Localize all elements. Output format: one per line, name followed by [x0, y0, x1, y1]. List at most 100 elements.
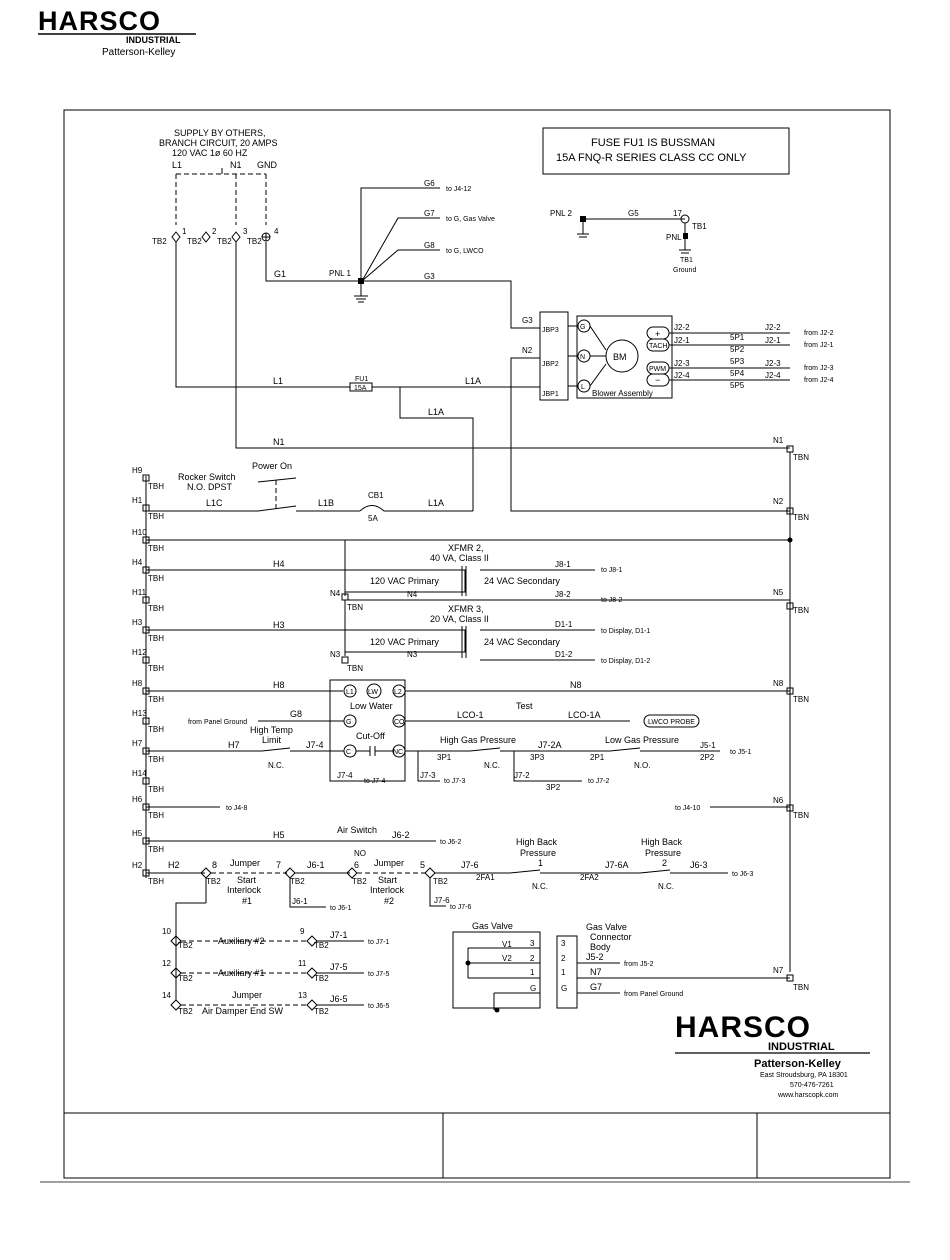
svg-text:J2-1: J2-1 — [765, 336, 781, 345]
svg-text:Pressure: Pressure — [645, 848, 681, 858]
svg-text:PNL 2: PNL 2 — [550, 209, 572, 218]
svg-text:11: 11 — [298, 959, 307, 968]
svg-text:G8: G8 — [424, 241, 435, 250]
svg-text:Auxiliary #1: Auxiliary #1 — [218, 968, 265, 978]
gas-valve: Gas Valve V1 V2 3 2 1 G Gas Valve Connec… — [452, 921, 809, 1013]
svg-text:1: 1 — [561, 968, 566, 977]
svg-text:G3: G3 — [424, 272, 435, 281]
header-division: INDUSTRIAL — [126, 35, 181, 45]
svg-text:7: 7 — [276, 860, 281, 870]
tbh-block-label: TBH — [148, 725, 164, 734]
svg-text:24 VAC Secondary: 24 VAC Secondary — [484, 637, 560, 647]
svg-text:5P3: 5P3 — [730, 357, 745, 366]
svg-text:to J4-8: to J4-8 — [226, 805, 248, 812]
svg-text:INDUSTRIAL: INDUSTRIAL — [768, 1041, 835, 1053]
svg-text:JBP3: JBP3 — [542, 327, 559, 334]
svg-text:Start: Start — [378, 875, 398, 885]
svg-text:N1: N1 — [230, 160, 242, 170]
tbh-terminal-label: H4 — [132, 558, 143, 567]
svg-text:9: 9 — [300, 927, 305, 936]
svg-text:from Panel Ground: from Panel Ground — [188, 719, 247, 726]
svg-text:N2: N2 — [773, 497, 784, 506]
svg-text:N1: N1 — [773, 436, 784, 445]
header-brand: HARSCO — [38, 6, 161, 36]
tbh-block-label: TBH — [148, 845, 164, 854]
svg-text:to G, Gas Valve: to G, Gas Valve — [446, 216, 495, 223]
svg-text:LCO-1: LCO-1 — [457, 710, 484, 720]
svg-text:3P3: 3P3 — [530, 753, 545, 762]
svg-text:N8: N8 — [570, 680, 582, 690]
svg-text:5P5: 5P5 — [730, 381, 745, 390]
svg-text:Start: Start — [237, 875, 257, 885]
svg-text:N.O.: N.O. — [634, 761, 650, 770]
svg-text:J5-1: J5-1 — [700, 741, 716, 750]
svg-text:J7-2A: J7-2A — [538, 740, 562, 750]
svg-text:J2-1: J2-1 — [674, 336, 690, 345]
svg-text:from Panel Ground: from Panel Ground — [624, 991, 683, 998]
svg-text:TBN: TBN — [793, 513, 809, 522]
tbh-terminal-label: H7 — [132, 739, 143, 748]
svg-text:TB2: TB2 — [290, 877, 305, 886]
svg-text:N.C.: N.C. — [532, 882, 548, 891]
tbh-terminal-label: H6 — [132, 795, 143, 804]
svg-text:J2-4: J2-4 — [765, 371, 781, 380]
svg-text:H3: H3 — [273, 620, 285, 630]
svg-text:to J7-4: to J7-4 — [364, 778, 386, 785]
svg-text:2P1: 2P1 — [590, 753, 605, 762]
svg-text:J7-3: J7-3 — [420, 771, 436, 780]
svg-text:J6-1: J6-1 — [307, 860, 325, 870]
svg-text:Rocker Switch: Rocker Switch — [178, 472, 236, 482]
rocker-switch: Rocker Switch N.O. DPST Power On L1C L1B… — [146, 461, 473, 523]
svg-text:TB2: TB2 — [433, 877, 448, 886]
svg-text:Limit: Limit — [262, 735, 282, 745]
svg-text:L: L — [581, 384, 585, 391]
svg-text:Interlock: Interlock — [370, 885, 405, 895]
svg-text:5P2: 5P2 — [730, 345, 745, 354]
svg-text:Ground: Ground — [673, 267, 696, 274]
svg-text:120 VAC Primary: 120 VAC Primary — [370, 576, 439, 586]
svg-text:40 VA, Class II: 40 VA, Class II — [430, 553, 489, 563]
h6-row: to J4-8 to J4-10 N6 TBN — [146, 796, 809, 820]
svg-text:to J6-5: to J6-5 — [368, 1003, 390, 1010]
tbh-terminal-label: H3 — [132, 618, 143, 627]
svg-text:GND: GND — [257, 160, 278, 170]
svg-text:to Display, D1-1: to Display, D1-1 — [601, 628, 650, 635]
svg-text:NO: NO — [354, 849, 366, 858]
svg-text:5P4: 5P4 — [730, 369, 745, 378]
svg-text:V2: V2 — [502, 954, 512, 963]
svg-text:L1A: L1A — [428, 498, 444, 508]
svg-text:2: 2 — [530, 954, 535, 963]
blower-pins: J2-2 5P1 J2-2 from J2-2 J2-1 5P2 J2-1 fr… — [669, 323, 834, 390]
svg-text:J2-2: J2-2 — [674, 323, 690, 332]
svg-text:High Back: High Back — [641, 837, 683, 847]
svg-text:G: G — [580, 324, 585, 331]
svg-text:5A: 5A — [368, 514, 378, 523]
svg-text:TB2: TB2 — [178, 1007, 193, 1016]
svg-text:120 VAC Primary: 120 VAC Primary — [370, 637, 439, 647]
svg-text:N1: N1 — [273, 437, 285, 447]
header-company: Patterson-Kelley — [102, 47, 175, 58]
svg-text:N7: N7 — [773, 966, 784, 975]
tbh-block-label: TBH — [148, 574, 164, 583]
svg-text:TB2: TB2 — [314, 1007, 329, 1016]
blower-assembly: G3 N2 JBP3 JBP2 JBP1 G N L BM + TACH PWM… — [511, 311, 673, 401]
svg-text:N2: N2 — [522, 346, 533, 355]
h5-air-switch: H5 Air Switch NO J6-2 to J6-2 — [146, 825, 462, 858]
svg-text:NC: NC — [393, 749, 403, 756]
svg-text:N3: N3 — [407, 650, 418, 659]
svg-text:to J7-1: to J7-1 — [368, 939, 390, 946]
svg-text:G7: G7 — [590, 982, 602, 992]
svg-text:Gas Valve: Gas Valve — [472, 921, 513, 931]
svg-text:12: 12 — [162, 959, 171, 968]
svg-text:3: 3 — [243, 227, 248, 236]
svg-text:8: 8 — [212, 860, 217, 870]
svg-text:10: 10 — [162, 927, 171, 936]
svg-text:H2: H2 — [168, 860, 180, 870]
svg-text:Interlock: Interlock — [227, 885, 262, 895]
aux-row-3: 14 TB2 Jumper Air Damper End SW 13 TB2 J… — [162, 990, 390, 1016]
svg-text:L1C: L1C — [206, 498, 223, 508]
h2-interlock-row: H2 8 Jumper 7 J6-1 6 Jumper 5 J7-6 TB2 T… — [146, 837, 754, 912]
svg-text:BRANCH CIRCUIT, 20 AMPS: BRANCH CIRCUIT, 20 AMPS — [159, 138, 278, 148]
svg-text:+: + — [655, 329, 660, 339]
svg-text:J5-2: J5-2 — [586, 952, 604, 962]
